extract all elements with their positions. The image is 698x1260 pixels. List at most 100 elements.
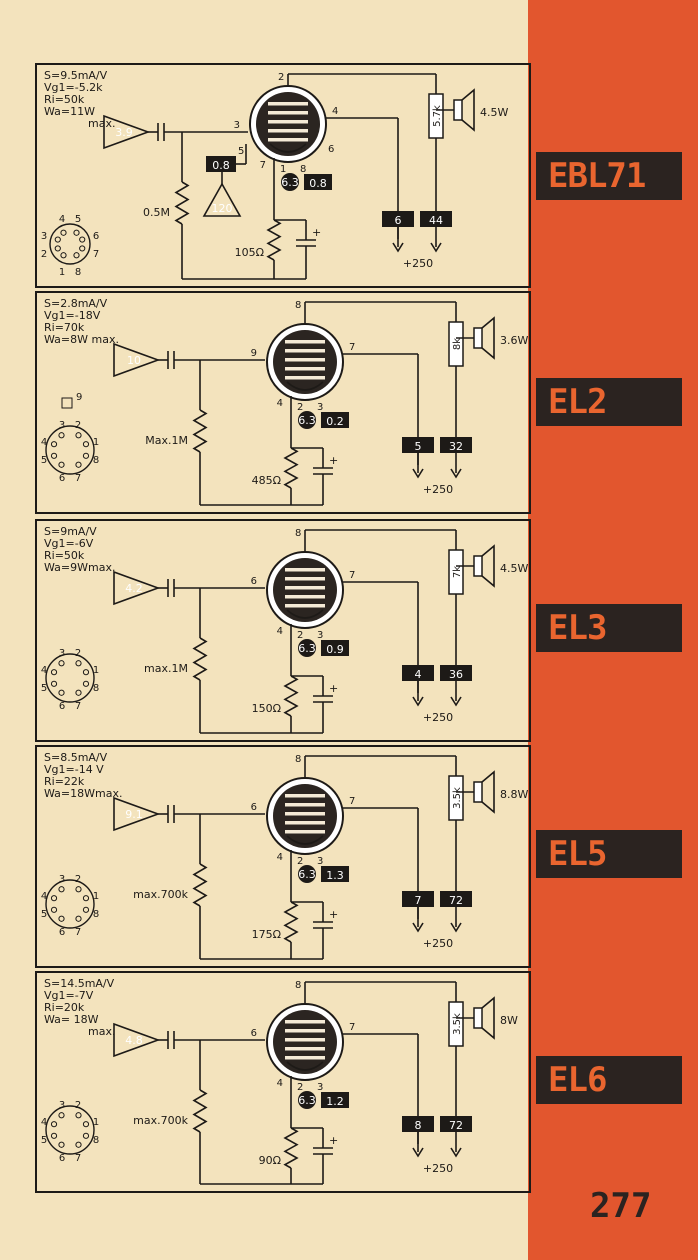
pin-top: 8 [295, 980, 301, 991]
socket-pin-label: 1 [93, 437, 99, 448]
diode-current-box [206, 156, 236, 172]
tube-tab-el6[interactable]: EL6 [536, 1056, 682, 1104]
socket-pin-label: 3 [41, 231, 47, 242]
socket-pin [50, 680, 58, 687]
socket-pin [58, 660, 65, 667]
pin-heater-1: 2 [297, 402, 303, 413]
cathode-resistor [283, 675, 299, 717]
pin-grid: 3 [234, 120, 240, 131]
socket-pin-label: 5 [41, 909, 47, 920]
tube-electrodes [273, 558, 337, 622]
cathode-resistor [283, 1127, 299, 1169]
grid-bar [285, 358, 325, 362]
arrow-head [412, 1147, 424, 1158]
heater-voltage: 6.3 [298, 1094, 316, 1107]
grid-bar [268, 129, 308, 133]
pin-grid: 9 [251, 348, 257, 359]
socket-pin [54, 245, 61, 252]
screen-current-box [440, 437, 472, 453]
anode-current: 8 [415, 1119, 422, 1132]
param-line: Vg1=-18V [44, 309, 101, 322]
speaker-magnet [473, 327, 483, 349]
arrow-head [430, 242, 442, 253]
socket-top-cap [61, 397, 73, 409]
socket-top-cap-label: 9 [76, 392, 82, 403]
speaker-cone [481, 316, 495, 360]
socket-outline [45, 879, 95, 929]
socket-pin [50, 669, 58, 676]
heater-current-box [304, 174, 332, 190]
pin-anode: 7 [349, 796, 355, 807]
panel-frame [35, 971, 531, 1193]
anode-current-box [402, 891, 434, 907]
grid-bar [285, 821, 325, 825]
panel-frame [35, 745, 531, 968]
param-line: S=14.5mA/V [44, 977, 115, 990]
socket-pin [75, 689, 82, 696]
heater-current-box [321, 866, 349, 882]
speaker-magnet [453, 99, 463, 121]
grid-resistor-value: 0.5M [143, 206, 170, 219]
socket-pin-label: 5 [41, 455, 47, 466]
supply-voltage: +250 [403, 257, 433, 270]
socket-outline [49, 223, 91, 265]
socket-pin-label: 4 [41, 891, 47, 902]
input-level: 4.8 [125, 1034, 143, 1047]
socket-pin-label: 4 [59, 214, 65, 225]
param-line: S=9mA/V [44, 525, 97, 538]
param-line: S=8.5mA/V [44, 751, 108, 764]
pin-heater-2: 8 [300, 164, 306, 175]
heater-voltage: 6.3 [298, 868, 316, 881]
socket-pin-label: 7 [93, 249, 99, 260]
socket-pin [82, 452, 90, 459]
input-level: 10 [127, 354, 141, 367]
tube-tab-el5[interactable]: EL5 [536, 830, 682, 878]
grid-bar [285, 1056, 325, 1060]
socket-outline [45, 425, 95, 475]
speaker-cone [461, 88, 475, 132]
load-value: 3.5k [452, 1013, 463, 1035]
socket-pin [75, 1141, 82, 1148]
socket-pin-label: 2 [75, 648, 81, 659]
pin-top: 8 [295, 754, 301, 765]
arrow-head [412, 922, 424, 933]
socket-pin-label: 5 [41, 1135, 47, 1146]
socket-pin [50, 906, 58, 913]
grid-bar [285, 1047, 325, 1051]
grid-resistor [192, 1089, 208, 1133]
socket-pin [82, 1132, 90, 1139]
socket-pin-label: 1 [93, 665, 99, 676]
tube-electrodes [273, 784, 337, 848]
param-line: S=9.5mA/V [44, 69, 108, 82]
load-value: 3.5k [452, 787, 463, 809]
grid-bar [285, 367, 325, 371]
param-line: Vg1=-7V [44, 989, 94, 1002]
socket-pin [60, 252, 67, 259]
socket-pin [82, 441, 90, 448]
grid-bar [285, 577, 325, 581]
speaker-cone [481, 996, 495, 1040]
grid-bar [285, 586, 325, 590]
pin-top: 8 [295, 528, 301, 539]
tube-tab-el2[interactable]: EL2 [536, 378, 682, 426]
socket-pin [54, 236, 61, 243]
grid-bar [285, 1020, 325, 1024]
grid-bar [285, 803, 325, 807]
grid-bar [285, 604, 325, 608]
anode-current-box [382, 211, 414, 227]
grid-bar [285, 830, 325, 834]
screen-current: 44 [429, 214, 443, 227]
heater-current: 0.8 [309, 177, 327, 190]
anode-current: 6 [395, 214, 402, 227]
panel-frame [35, 291, 531, 514]
tube-tab-el3[interactable]: EL3 [536, 604, 682, 652]
anode-current: 5 [415, 440, 422, 453]
param-line: Ri=70k [44, 321, 85, 334]
input-level: 9.1 [125, 808, 143, 821]
socket-pin-label: 4 [41, 665, 47, 676]
cathode-resistor-value: 105Ω [235, 246, 264, 259]
diode-gain: 120 [212, 202, 233, 215]
tube-tab-ebl71[interactable]: EBL71 [536, 152, 682, 200]
socket-pin [50, 1121, 58, 1128]
